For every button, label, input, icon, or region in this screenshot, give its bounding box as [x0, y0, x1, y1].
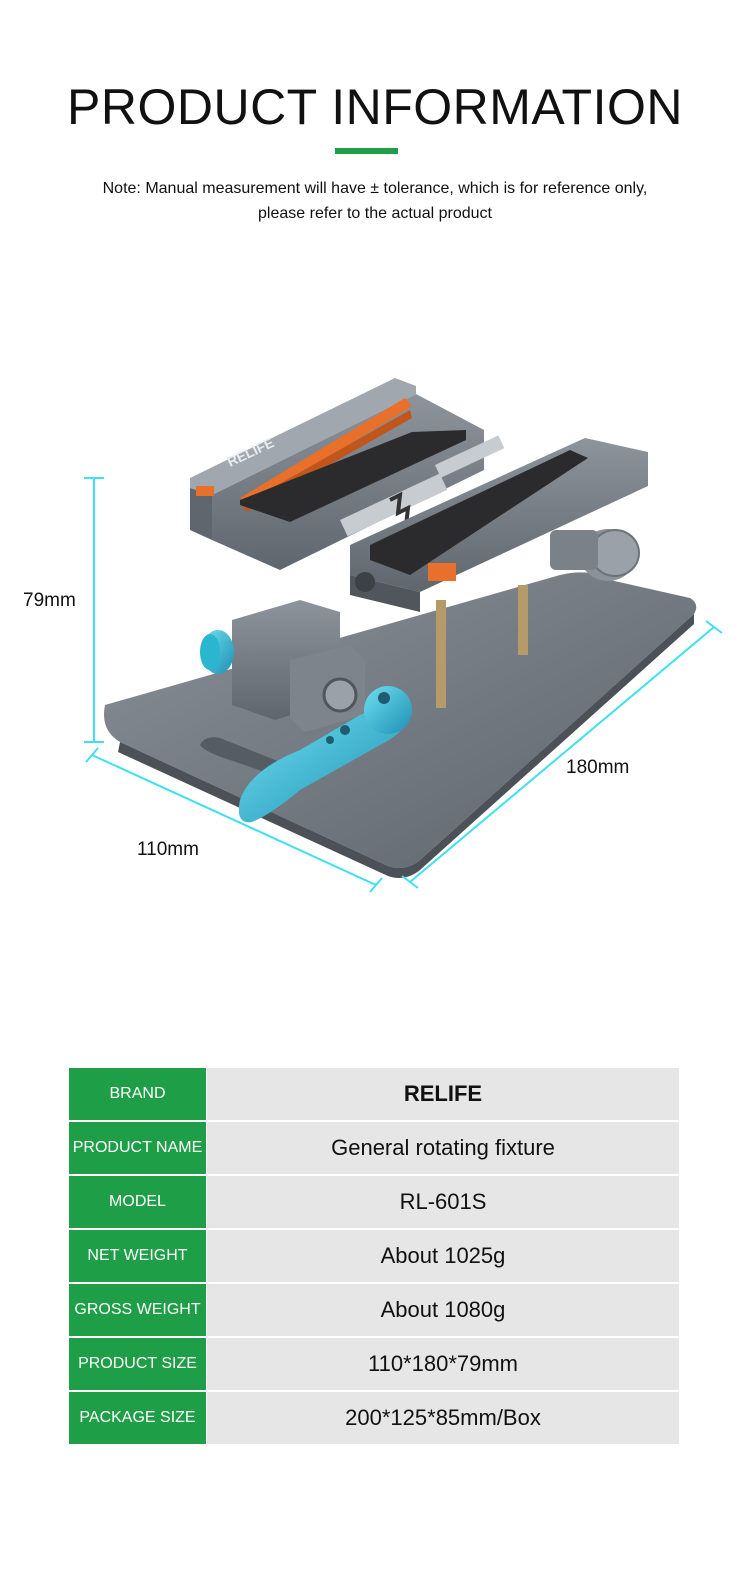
title-underline: [335, 148, 398, 154]
lower-block: [200, 600, 365, 732]
table-row: MODEL RL-601S: [69, 1176, 679, 1228]
page-title: PRODUCT INFORMATION: [67, 79, 683, 135]
measurement-note: Note: Manual measurement will have ± tol…: [60, 176, 690, 226]
spec-value: About 1025g: [207, 1230, 679, 1282]
post-right: [518, 585, 528, 655]
note-line-1: Note: Manual measurement will have ± tol…: [102, 180, 648, 197]
dimension-height-label: 79mm: [23, 590, 76, 611]
table-row: PACKAGE SIZE 200*125*85mm/Box: [69, 1392, 679, 1444]
product-illustration: RELIFE 79mm 110mm 180mm: [0, 360, 750, 920]
note-line-2: please refer to the actual product: [258, 205, 492, 222]
spec-value: RELIFE: [207, 1068, 679, 1120]
table-row: PRODUCT NAME General rotating fixture: [69, 1122, 679, 1174]
spec-table: BRAND RELIFE PRODUCT NAME General rotati…: [69, 1068, 679, 1446]
spec-label: NET WEIGHT: [69, 1230, 206, 1282]
spec-label: PACKAGE SIZE: [69, 1392, 206, 1444]
spec-value: About 1080g: [207, 1284, 679, 1336]
dimension-length-label: 180mm: [566, 757, 630, 778]
spec-value: General rotating fixture: [207, 1122, 679, 1174]
spec-value: 110*180*79mm: [207, 1338, 679, 1390]
spec-label: PRODUCT SIZE: [69, 1338, 206, 1390]
post-left: [436, 600, 446, 708]
dimension-lines: [84, 477, 723, 893]
fixture-drawing: RELIFE: [84, 378, 723, 893]
table-row: PRODUCT SIZE 110*180*79mm: [69, 1338, 679, 1390]
table-row: BRAND RELIFE: [69, 1068, 679, 1120]
spec-label: BRAND: [69, 1068, 206, 1120]
table-row: GROSS WEIGHT About 1080g: [69, 1284, 679, 1336]
table-row: NET WEIGHT About 1025g: [69, 1230, 679, 1282]
spec-label: PRODUCT NAME: [69, 1122, 206, 1174]
left-jaw: [190, 378, 484, 570]
lever-handle: [238, 686, 412, 823]
spec-label: GROSS WEIGHT: [69, 1284, 206, 1336]
spec-value: 200*125*85mm/Box: [207, 1392, 679, 1444]
spec-value: RL-601S: [207, 1176, 679, 1228]
spec-label: MODEL: [69, 1176, 206, 1228]
right-jaw: [350, 438, 648, 612]
dimension-width-label: 110mm: [137, 839, 199, 860]
